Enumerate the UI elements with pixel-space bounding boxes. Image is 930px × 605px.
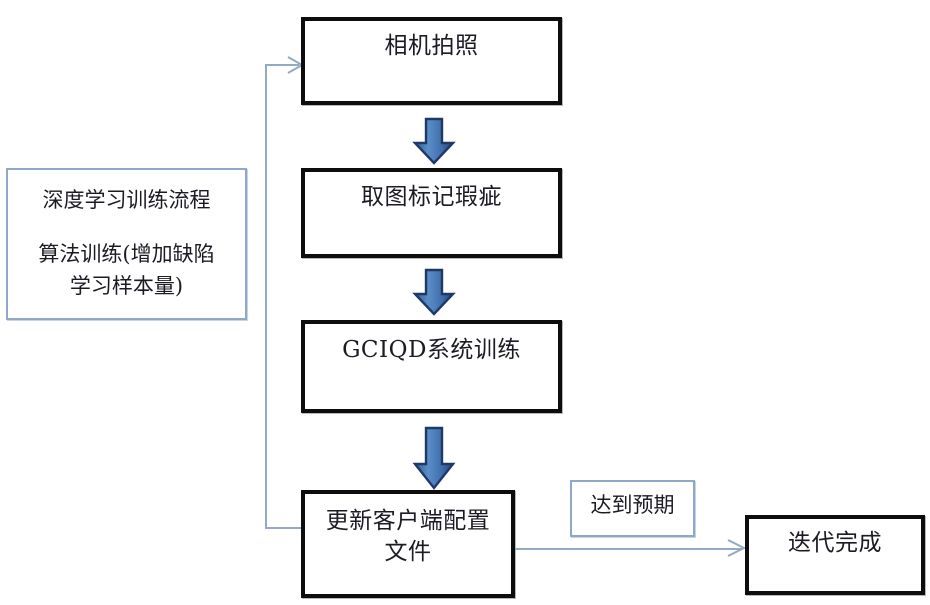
node-train-label: GCIQD系统训练 bbox=[342, 337, 521, 363]
node-update: 更新客户端配置 文件 bbox=[301, 490, 515, 598]
update-to-done-arrowhead-icon bbox=[726, 539, 748, 559]
node-train: GCIQD系统训练 bbox=[301, 320, 562, 413]
node-camera: 相机拍照 bbox=[301, 17, 562, 105]
edge-label-expected: 达到预期 bbox=[570, 480, 695, 537]
feedback-segment-top bbox=[265, 64, 299, 66]
arrow-camera-to-mark-icon bbox=[412, 117, 456, 165]
node-update-label: 更新客户端配置 文件 bbox=[325, 508, 491, 565]
connector-update-to-done bbox=[515, 548, 742, 550]
edge-label-expected-text: 达到预期 bbox=[590, 493, 675, 517]
arrow-mark-to-train-icon bbox=[412, 268, 456, 316]
annotation-box: 深度学习训练流程 算法训练(增加缺陷 学习样本量) bbox=[6, 168, 247, 320]
node-done: 迭代完成 bbox=[745, 515, 925, 595]
feedback-segment-vertical bbox=[265, 65, 267, 529]
node-done-label: 迭代完成 bbox=[788, 530, 882, 556]
feedback-segment-bottom bbox=[265, 527, 303, 529]
node-camera-label: 相机拍照 bbox=[384, 33, 479, 59]
node-mark: 取图标记瑕疵 bbox=[301, 168, 562, 258]
annotation-line-2: 算法训练(增加缺陷 学习样本量) bbox=[38, 242, 215, 298]
annotation-line-1: 深度学习训练流程 bbox=[42, 188, 211, 212]
arrow-train-to-update-icon bbox=[412, 426, 456, 490]
node-mark-label: 取图标记瑕疵 bbox=[361, 184, 502, 210]
